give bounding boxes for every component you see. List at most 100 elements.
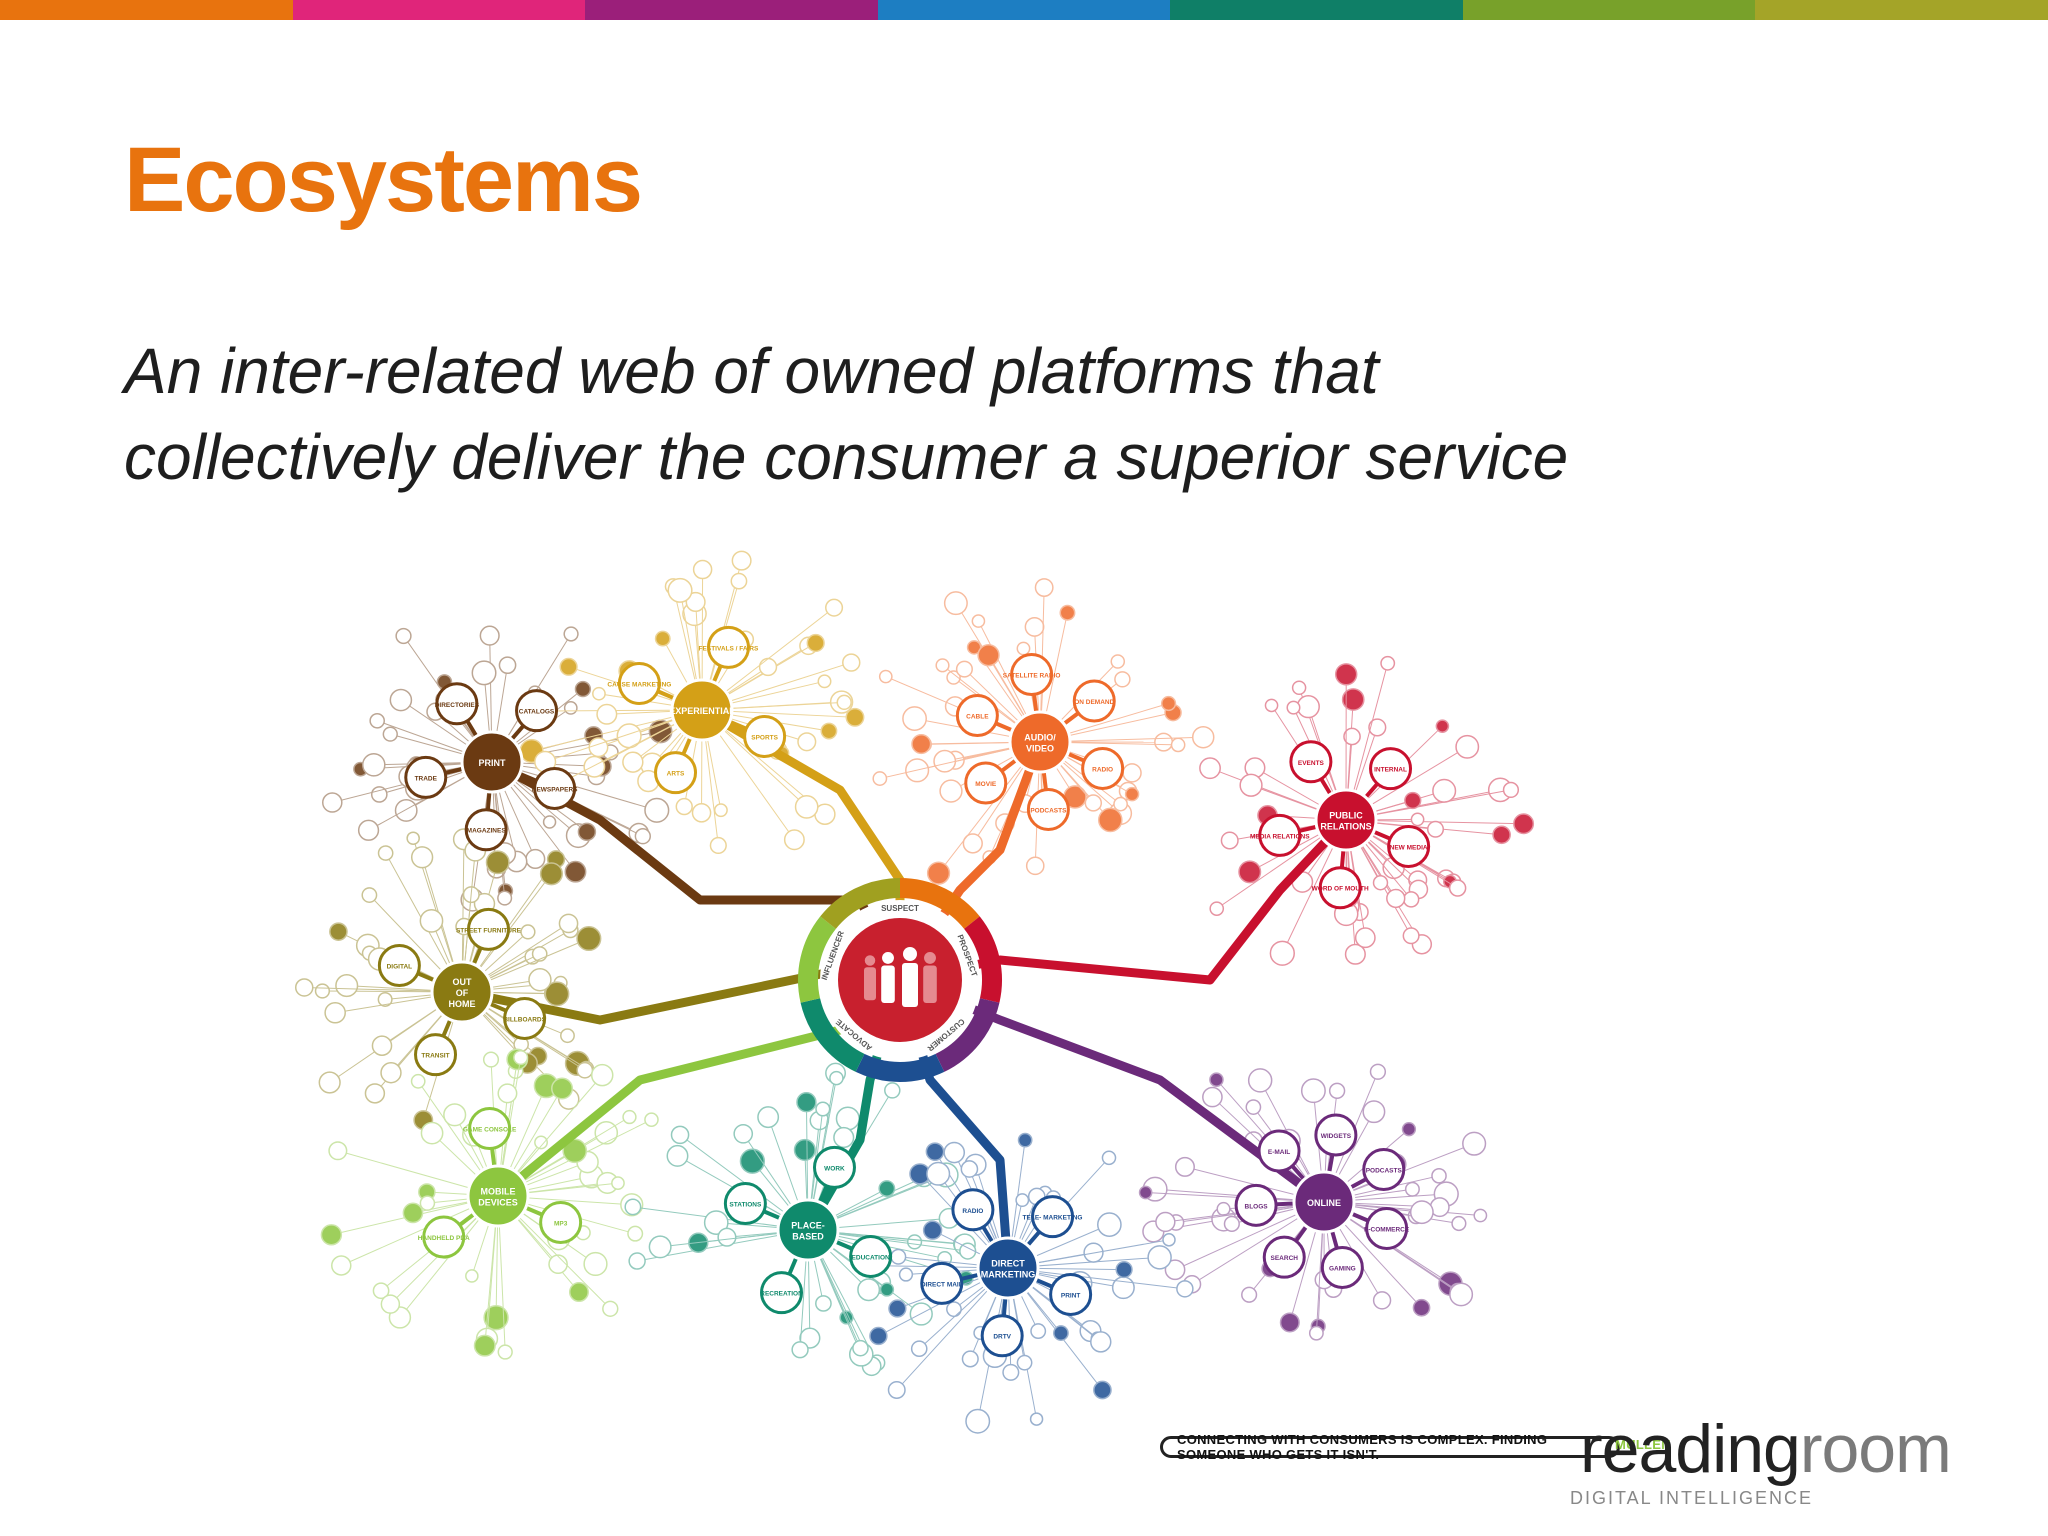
sub-node-label: EVENTS [1298, 760, 1325, 767]
cluster-bubble [887, 1380, 906, 1399]
cluster-bubble [794, 795, 819, 819]
sub-node-label: MP3 [554, 1220, 568, 1227]
sub-node-label: PRINT [1061, 1292, 1081, 1299]
sub-node-label: PODCASTS [1366, 1168, 1403, 1175]
cluster-bubble [806, 633, 825, 653]
sub-node-label: STREET FURNITURE [456, 927, 522, 934]
cluster-bubble [796, 1092, 817, 1113]
footer-brand: MULLEN [1615, 1437, 1671, 1452]
sub-node-label: WORD OF MOUTH [1312, 886, 1369, 893]
cluster-bubble [1264, 698, 1279, 713]
cluster-bubble [544, 981, 570, 1007]
sub-node-label: CAUSE MARKETING [607, 682, 671, 689]
sub-node [1289, 740, 1333, 784]
cluster-bubble [497, 890, 513, 906]
sub-node-label: DIRECT MAIL [921, 1281, 963, 1288]
cluster-bubble [483, 1304, 509, 1331]
cluster-bubble [364, 1083, 386, 1104]
sub-node [654, 751, 698, 795]
footer-tagline: CONNECTING WITH CONSUMERS IS COMPLEX. FI… [1177, 1432, 1548, 1462]
sub-node [1026, 787, 1070, 831]
sub-node-label: MOVIE [975, 781, 997, 788]
cluster-bubble [906, 1234, 923, 1250]
cluster-bubble [1241, 1286, 1258, 1303]
slide-title: Ecosystems [124, 129, 643, 231]
cluster-bubble [1328, 1082, 1346, 1100]
cluster-bubble [1402, 891, 1420, 908]
cluster-bubble [1513, 813, 1535, 835]
sub-node-label: GAMING [1329, 1265, 1356, 1272]
cluster-bubble [497, 1344, 513, 1360]
cluster-bubble [471, 660, 497, 686]
cluster-bubble [1084, 794, 1103, 812]
center-ring-segment [963, 916, 1002, 1003]
cluster-bubble [757, 1106, 780, 1129]
cluster-bubble [1015, 1193, 1030, 1208]
cluster-bubble [318, 1071, 341, 1094]
cluster-bubble [1220, 831, 1239, 850]
cluster-bubble [558, 913, 579, 934]
cluster-bubble [588, 737, 609, 758]
hub-node [776, 1198, 840, 1262]
cluster-bubble [933, 749, 957, 773]
cluster-bubble [562, 1138, 588, 1164]
cluster-bubble [294, 978, 314, 997]
cluster-bubble [1164, 1259, 1186, 1281]
cluster-bubble [420, 1121, 444, 1145]
cluster-bubble [419, 1195, 436, 1211]
hub-label: ONLINE [1307, 1198, 1341, 1208]
cluster-bubble [576, 925, 602, 952]
sub-node-label: GAME CONSOLE [463, 1127, 517, 1134]
sub-node-label: RADIO [962, 1208, 983, 1215]
hub-node [460, 730, 524, 794]
cluster-bubble [703, 1210, 729, 1235]
sub-node [1314, 1113, 1358, 1157]
cluster-bubble [563, 700, 578, 715]
cluster-bubble [419, 909, 444, 933]
sub-node-label: TELE- MARKETING [1023, 1215, 1083, 1222]
cluster-bubble [576, 1061, 594, 1079]
cluster-bubble [1209, 901, 1225, 916]
hub-node [1314, 788, 1378, 852]
sub-node [1387, 824, 1431, 868]
sub-node [743, 714, 787, 758]
cluster-bubble [402, 1202, 424, 1224]
sub-node-label: RADIO [1092, 766, 1113, 773]
sub-node-label: DRTV [993, 1334, 1011, 1341]
cluster-bubble [1372, 1291, 1392, 1310]
cluster-bubble [369, 712, 386, 729]
sub-node-label: INTERNAL [1374, 767, 1407, 774]
cluster-bubble [1059, 604, 1076, 621]
cluster-bubble [1025, 856, 1045, 876]
cluster-bubble [1155, 1211, 1176, 1233]
cluster-bubble [479, 625, 500, 646]
cluster-bubble [551, 1077, 574, 1100]
hub-label: AUDIO/ [1024, 733, 1056, 743]
cluster-bubble [314, 983, 331, 999]
sub-node [964, 761, 1008, 805]
cluster-bubble [1291, 680, 1307, 696]
sub-node [980, 1314, 1024, 1358]
sub-node [1362, 1148, 1406, 1192]
cluster-bubble [513, 1049, 529, 1066]
sub-node [1365, 1206, 1409, 1250]
cluster-bubble [443, 1103, 467, 1127]
cluster-bubble [583, 755, 606, 778]
hub-node [976, 1236, 1040, 1300]
cluster-bubble [497, 1083, 518, 1104]
cluster-bubble [820, 722, 838, 740]
cluster-bubble [1286, 700, 1301, 715]
cluster-bubble [959, 1242, 977, 1260]
sub-node [1258, 813, 1302, 857]
hub-node [1008, 710, 1072, 774]
cluster-bubble [371, 1035, 393, 1056]
person-head-icon [864, 955, 876, 966]
sub-node-label: E-COMMERCE [1364, 1226, 1410, 1233]
cluster-bubble [622, 751, 644, 773]
person-body-icon [881, 965, 895, 1003]
cluster-bubble [793, 1138, 816, 1161]
sub-node-label: NEW MEDIA [1390, 844, 1428, 851]
cluster-bubble [685, 591, 706, 613]
sub-node-label: ON DEMAND [1074, 699, 1114, 706]
sub-node [1320, 1245, 1364, 1289]
